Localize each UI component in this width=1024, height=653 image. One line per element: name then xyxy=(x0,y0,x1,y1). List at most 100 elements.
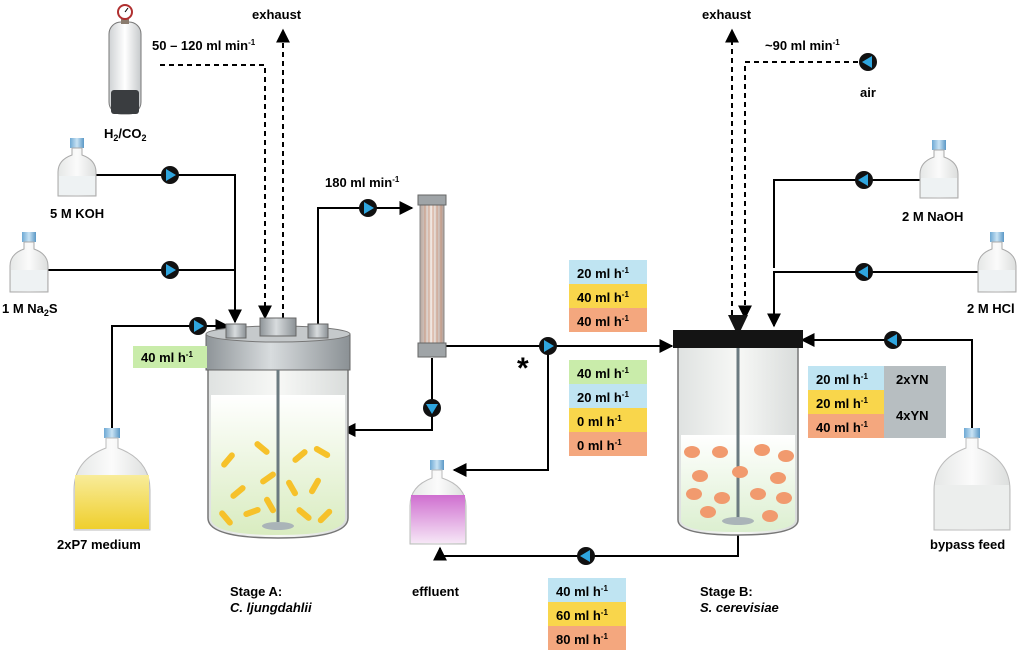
svg-text:60 ml h-1: 60 ml h-1 xyxy=(556,608,608,623)
bypass-rate-box: 40 ml h-1 xyxy=(808,414,884,438)
asterisk-marker: * xyxy=(517,352,529,385)
medium-bottle xyxy=(73,428,151,531)
pump-icon xyxy=(161,166,179,184)
bacterium-cell xyxy=(313,446,331,458)
stage-b-title: Stage B: xyxy=(700,584,753,599)
hcl-line xyxy=(767,271,984,328)
bypass-medium-label: 4xYN xyxy=(896,408,929,423)
yeast-cell xyxy=(700,506,716,518)
transfer-rate-box: 40 ml h-1 xyxy=(569,308,647,332)
effluent-a-rate-box: 20 ml h-1 xyxy=(569,384,647,408)
svg-text:0 ml h-1: 0 ml h-1 xyxy=(577,438,622,453)
recirc-return-line xyxy=(341,358,433,437)
bypass-rate-box: 20 ml h-1 xyxy=(808,390,884,414)
exhaust-b-label: exhaust xyxy=(702,7,752,22)
effluent-b-rate-box: 60 ml h-1 xyxy=(548,602,626,626)
bacterium-cell xyxy=(317,508,333,524)
svg-text:20 ml h-1: 20 ml h-1 xyxy=(816,396,868,411)
bypass-line xyxy=(800,333,973,430)
bypass-label: bypass feed xyxy=(930,537,1005,552)
yeast-cell xyxy=(712,446,728,458)
naoh-label: 2 M NaOH xyxy=(902,209,963,224)
effluent-a-rate-box: 0 ml h-1 xyxy=(569,408,647,432)
recirc-flow-label: 180 ml min-1 xyxy=(325,175,400,190)
pump-icon xyxy=(161,261,179,279)
effluent-bottle xyxy=(409,460,467,545)
hcl-bottle xyxy=(977,232,1017,293)
bacterium-cell xyxy=(243,506,261,518)
bypass-bottle xyxy=(933,428,1011,531)
reactor-a xyxy=(205,317,351,539)
bacterium-cell xyxy=(296,507,312,521)
yeast-cells xyxy=(684,444,794,522)
svg-text:0 ml h-1: 0 ml h-1 xyxy=(577,414,622,429)
air-label: air xyxy=(860,85,876,100)
bypass-medium-label: 2xYN xyxy=(896,372,929,387)
bacterium-cell xyxy=(254,441,270,455)
effluent-b-rate-box: 40 ml h-1 xyxy=(548,578,626,602)
pump-icon xyxy=(855,263,873,281)
bypass-rate-box: 20 ml h-1 xyxy=(808,366,884,390)
pump-icon xyxy=(423,399,441,417)
yeast-cell xyxy=(750,488,766,500)
koh-label: 5 M KOH xyxy=(50,206,104,221)
bacterium-cell xyxy=(286,479,298,497)
na2s-label: 1 M Na2S xyxy=(2,301,58,318)
yeast-cell xyxy=(778,450,794,462)
bacterium-cell xyxy=(219,510,233,526)
na2s-bottle xyxy=(9,232,49,293)
exhaust-a-label: exhaust xyxy=(252,7,302,22)
gas-feed-line-a xyxy=(160,64,272,320)
stage-a-title: Stage A: xyxy=(230,584,282,599)
recirc-out-line xyxy=(317,201,414,325)
svg-text:20 ml h-1: 20 ml h-1 xyxy=(816,372,868,387)
yeast-cell xyxy=(686,488,702,500)
pump-icon xyxy=(577,547,595,565)
svg-text:40 ml h-1: 40 ml h-1 xyxy=(577,290,629,305)
svg-text:20 ml h-1: 20 ml h-1 xyxy=(577,390,629,405)
medium-rate-box: 40 ml h-1 xyxy=(133,346,207,368)
labels: H2/CO2 exhaust exhaust 50 – 120 ml min-1… xyxy=(2,7,1015,615)
pump-icon xyxy=(189,317,207,335)
rate-boxes: 40 ml h-1 20 ml h-1 40 ml h-1 40 ml h-1 40 m… xyxy=(133,260,946,650)
yeast-cell xyxy=(684,446,700,458)
naoh-line xyxy=(773,179,928,268)
yeast-cell xyxy=(770,472,786,484)
svg-text:40 ml h-1: 40 ml h-1 xyxy=(577,314,629,329)
bacterium-cell xyxy=(264,496,276,514)
naoh-bottle xyxy=(919,140,959,199)
bacterium-cell xyxy=(221,452,235,468)
transfer-rate-box: 20 ml h-1 xyxy=(569,260,647,284)
transfer-rate-box: 40 ml h-1 xyxy=(569,284,647,308)
gas-bottle-label: H2/CO2 xyxy=(104,126,147,143)
bacterium-cell xyxy=(260,471,276,485)
effluent-a-rate-box: 40 ml h-1 xyxy=(569,360,647,384)
pump-icon xyxy=(539,337,557,355)
stage-b-organism: S. cerevisiae xyxy=(700,600,779,615)
effluent-label: effluent xyxy=(412,584,460,599)
pumps xyxy=(161,53,902,565)
koh-line xyxy=(95,174,236,270)
air-line xyxy=(738,61,858,320)
effluent-b-rate-box: 80 ml h-1 xyxy=(548,626,626,650)
yeast-cell xyxy=(732,466,748,478)
effluent-a-line xyxy=(452,346,549,477)
svg-text:20 ml h-1: 20 ml h-1 xyxy=(577,266,629,281)
gas-lines xyxy=(160,28,858,320)
svg-text:40 ml h-1: 40 ml h-1 xyxy=(141,350,193,365)
pump-icon xyxy=(359,199,377,217)
yeast-cell xyxy=(692,470,708,482)
bacterium-cell xyxy=(309,477,321,495)
yeast-cell xyxy=(714,492,730,504)
pump-icon xyxy=(859,53,877,71)
gas-flow-b-label: ~90 ml min-1 xyxy=(765,38,840,53)
na2s-line xyxy=(44,269,242,324)
hollow-fiber-module xyxy=(417,194,447,358)
koh-bottle xyxy=(57,138,97,197)
bacterium-cell xyxy=(230,485,246,499)
svg-text:40 ml h-1: 40 ml h-1 xyxy=(556,584,608,599)
svg-text:40 ml h-1: 40 ml h-1 xyxy=(577,366,629,381)
svg-text:80 ml h-1: 80 ml h-1 xyxy=(556,632,608,647)
